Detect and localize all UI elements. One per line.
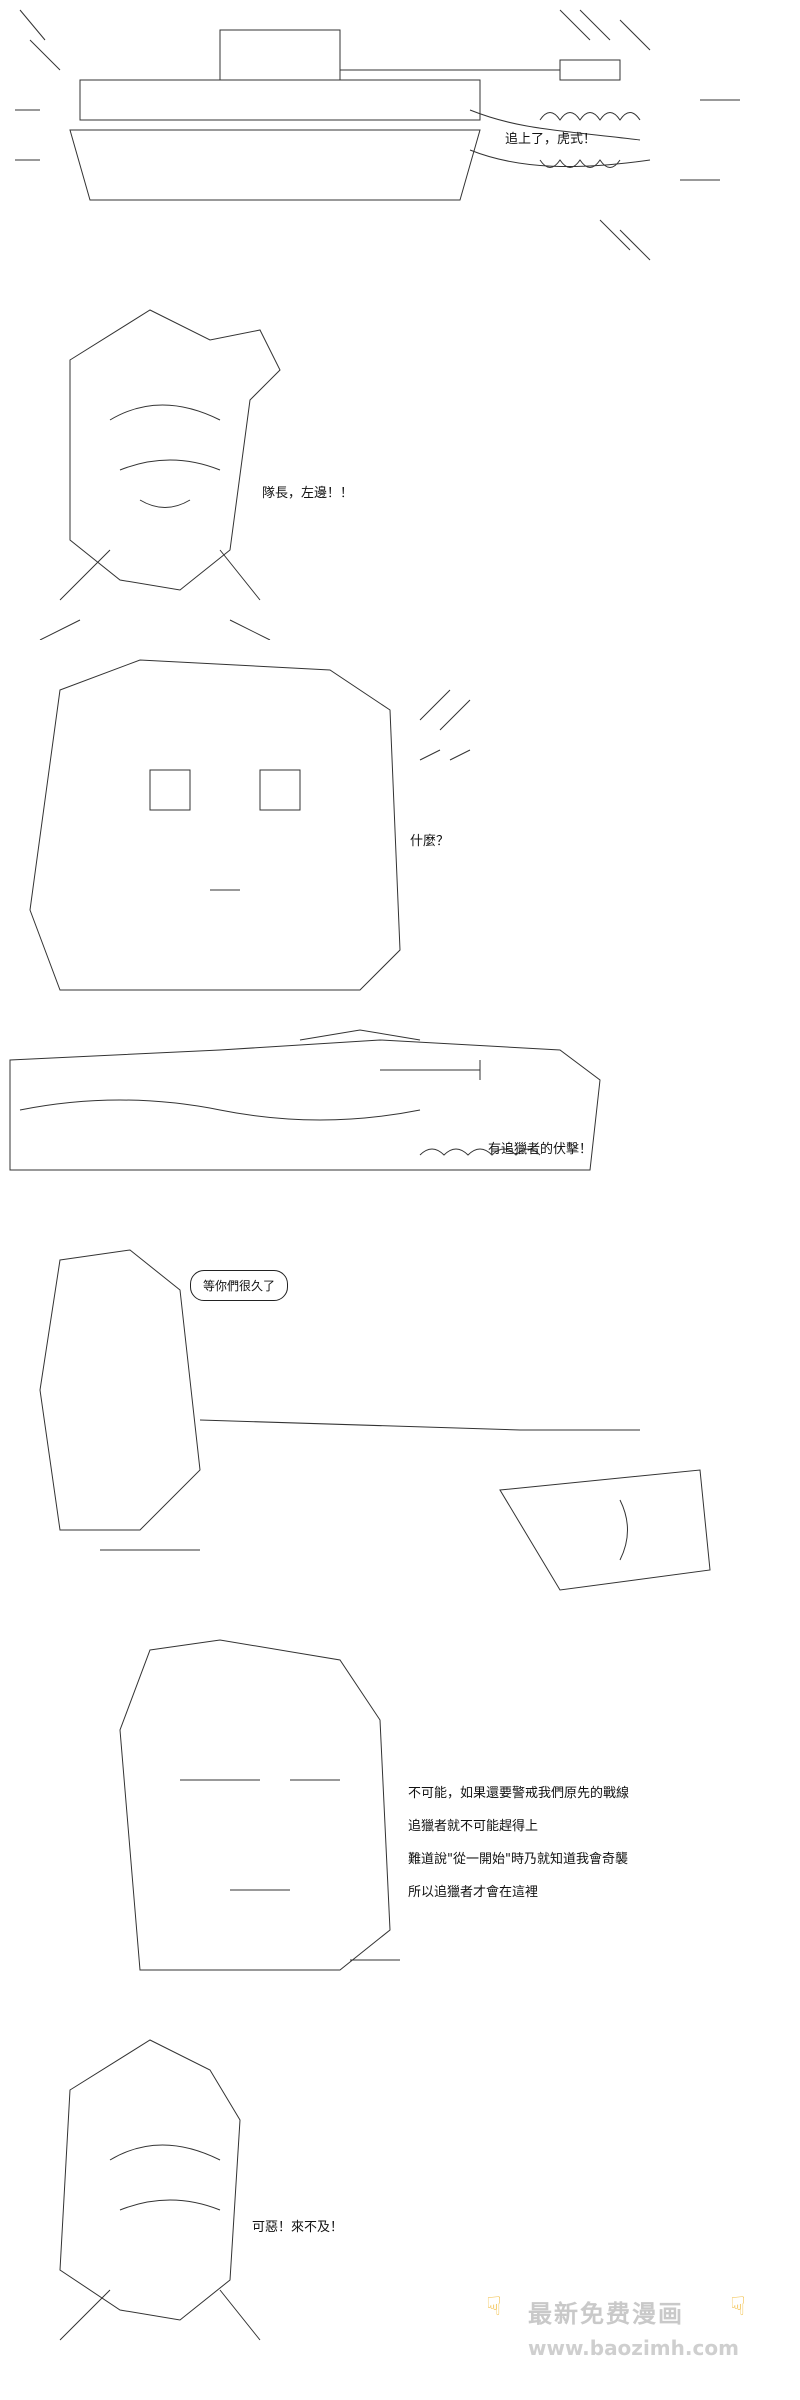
panel-3-girl-surprised: 什麼？ (0, 650, 800, 1010)
ambush-tank-ascii-art (9, 1029, 601, 1171)
caption-what: 什麼？ (410, 834, 450, 849)
pointing-hand-icon: ☟ (730, 2292, 746, 2322)
pointing-hand-icon: ☟ (486, 2292, 502, 2322)
narration-line-4: 所以追獵者才會在這裡 (408, 1885, 539, 1900)
thinking-girl-ascii-art (119, 1639, 400, 1971)
gun-girl-ascii-art (39, 1249, 711, 1591)
caption-captain-left: 隊長，左邊！！ (262, 486, 354, 501)
panel-1-tank-chase: 追上了，虎式！ (0, 0, 800, 290)
panel-2-girl-shout: 隊長，左邊！！ (0, 300, 800, 640)
caption-too-late: 可惡！來不及！ (252, 2220, 344, 2235)
watermark-title: 最新免费漫画 (528, 2300, 684, 2328)
girl-ascii-art-2 (59, 2039, 261, 2341)
panel-7-damn: 可惡！來不及！ (0, 2030, 800, 2400)
caption-caught-up: 追上了，虎式！ (505, 132, 597, 147)
watermark: ☟ ☟ 最新免费漫画 www.baozimh.com (480, 2290, 780, 2390)
narration-line-3: 難道說"從一開始"時乃就知道我會奇襲 (408, 1852, 628, 1867)
panel-5-waiting: 等你們很久了 (0, 1230, 800, 1610)
surprised-girl-ascii-art (29, 659, 471, 991)
narration-block: 不可能，如果還要警戒我們原先的戰線 追獵者就不可能趕得上 難道說"從一開始"時乃… (408, 1782, 629, 1914)
caption-hunter-ambush: 有追獵者的伏擊！ (488, 1142, 593, 1157)
narration-line-1: 不可能，如果還要警戒我們原先的戰線 (408, 1786, 630, 1801)
watermark-url: www.baozimh.com (528, 2336, 739, 2360)
tank-ascii-art (15, 9, 740, 261)
panel-4-ambush: 有追獵者的伏擊！ (0, 1020, 800, 1210)
panel-6-thinking: 不可能，如果還要警戒我們原先的戰線 追獵者就不可能趕得上 難道說"從一開始"時乃… (0, 1630, 800, 2010)
narration-line-2: 追獵者就不可能趕得上 (408, 1819, 539, 1834)
speech-bubble-waiting: 等你們很久了 (190, 1270, 289, 1301)
girl-ascii-art (39, 309, 281, 640)
